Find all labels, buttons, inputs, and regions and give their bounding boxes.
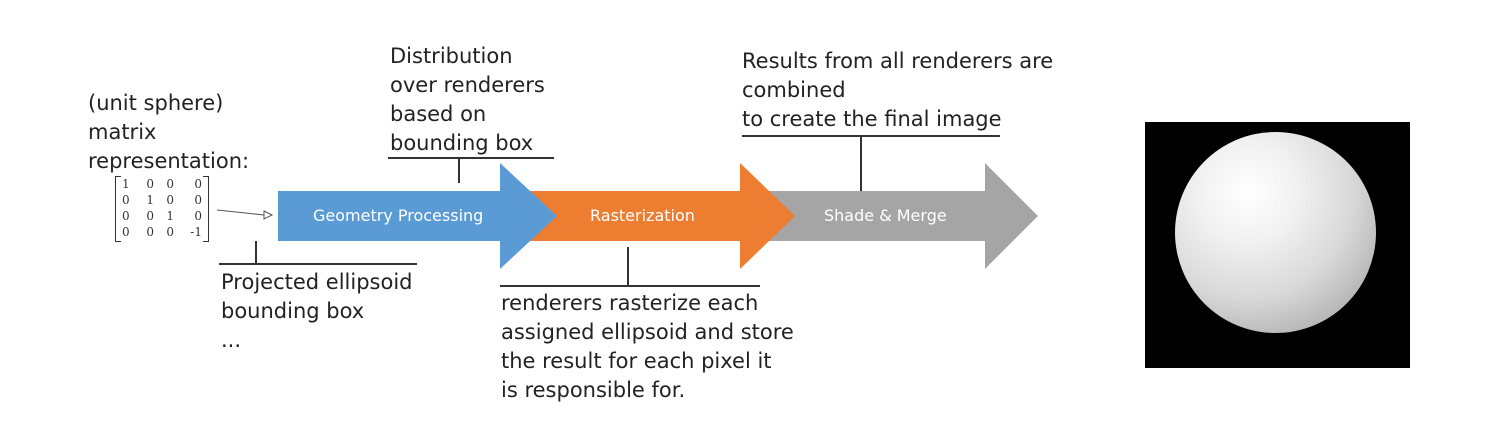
raster-note-line3: the result for each pixel it xyxy=(501,349,772,373)
matrix-row: 1 0 0 0 xyxy=(122,176,202,192)
distribution-note-line3: based on xyxy=(390,102,487,126)
distribution-callout-stem xyxy=(458,157,460,183)
geometry-note-line1: Projected ellipsoid xyxy=(221,270,413,294)
matrix-cell: 1 xyxy=(166,209,174,223)
merge-note-line1: Results from all renderers are xyxy=(742,49,1054,73)
distribution-note-line2: over renderers xyxy=(390,73,545,97)
matrix-cell: 0 xyxy=(122,209,130,223)
matrix-row: 0 0 1 0 xyxy=(122,208,202,224)
distribution-note-line1: Distribution xyxy=(390,44,513,68)
raster-note-line1: renderers rasterize each xyxy=(501,291,759,315)
matrix-cell: 1 xyxy=(122,177,130,191)
raster-callout-stem xyxy=(627,247,629,285)
matrix-cell: 0 xyxy=(122,225,130,239)
matrix-cell: 0 xyxy=(146,177,154,191)
raster-note-line4: is responsible for. xyxy=(501,378,686,402)
input-label-line1: (unit sphere) xyxy=(88,91,224,115)
matrix-cell: 0 xyxy=(194,209,202,223)
stage-rasterization-label: Rasterization xyxy=(590,206,695,225)
input-arrow xyxy=(216,209,265,216)
geometry-processing-arrow xyxy=(278,163,557,269)
unit-sphere-matrix: 1 0 0 0 0 1 0 0 0 0 1 0 0 0 0 -1 xyxy=(115,176,209,242)
geometry-note-line2: bounding box xyxy=(221,299,365,323)
matrix-cell: 0 xyxy=(194,193,202,207)
stage-geometry-label: Geometry Processing xyxy=(313,206,484,225)
input-label-line3: representation: xyxy=(88,149,250,173)
merge-note-line2: combined xyxy=(742,78,846,102)
merge-callout-stem xyxy=(860,135,862,191)
input-label-line2: matrix xyxy=(88,120,157,144)
rendered-sphere-image xyxy=(1145,122,1410,368)
shaded-sphere xyxy=(1175,132,1376,333)
matrix-cell: 0 xyxy=(166,193,174,207)
matrix-right-bracket xyxy=(203,176,209,242)
matrix-cell: 0 xyxy=(194,177,202,191)
matrix-cell: 1 xyxy=(146,193,154,207)
matrix-cell: 0 xyxy=(122,193,130,207)
distribution-note-line4: bounding box xyxy=(390,131,534,155)
geometry-note-line3: ... xyxy=(221,328,242,352)
raster-note-line2: assigned ellipsoid and store xyxy=(501,320,794,344)
input-arrowhead xyxy=(263,210,274,220)
merge-callout-bar xyxy=(742,135,1000,137)
stage-shade-merge-label: Shade & Merge xyxy=(824,206,947,225)
merge-note-line3: to create the final image xyxy=(742,107,1002,131)
matrix-row: 0 1 0 0 xyxy=(122,192,202,208)
shade-merge-arrow xyxy=(745,163,1038,269)
matrix-cell: -1 xyxy=(190,225,202,239)
matrix-cell: 0 xyxy=(166,177,174,191)
distribution-callout-bar xyxy=(388,157,554,159)
raster-callout-bar xyxy=(500,285,760,287)
matrix-cell: 0 xyxy=(146,209,154,223)
rasterization-arrow xyxy=(510,163,795,269)
matrix-row: 0 0 0 -1 xyxy=(122,224,202,240)
matrix-cell: 0 xyxy=(166,225,174,239)
geometry-callout-bar xyxy=(219,263,417,265)
geometry-callout-stem xyxy=(255,241,257,263)
matrix-left-bracket xyxy=(115,176,121,242)
matrix-cell: 0 xyxy=(146,225,154,239)
